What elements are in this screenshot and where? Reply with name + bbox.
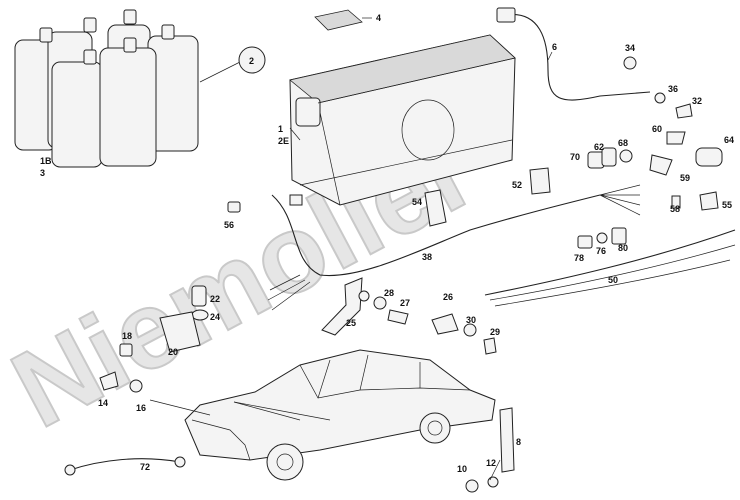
callout-60: 60 — [652, 124, 662, 134]
washer-76 — [596, 232, 608, 244]
bolt-62 — [601, 147, 617, 167]
grommet-24 — [191, 309, 209, 321]
callout-1: 1 — [278, 124, 283, 134]
callout-29: 29 — [490, 327, 500, 337]
bolt-56 — [227, 201, 241, 213]
callout-80: 80 — [618, 243, 628, 253]
callout-6: 6 — [552, 42, 557, 52]
bracket-59 — [649, 154, 673, 176]
callout-12: 12 — [486, 458, 496, 468]
callout-34: 34 — [625, 43, 635, 53]
callout-38: 38 — [422, 252, 432, 262]
ground-strap-8 — [499, 407, 515, 473]
callout-50: 50 — [608, 275, 618, 285]
bracket-26 — [431, 313, 459, 335]
callout-26: 26 — [443, 292, 453, 302]
callout-78: 78 — [574, 253, 584, 263]
bracket-25 — [321, 277, 363, 336]
bolt-10 — [465, 479, 479, 493]
callout-25: 25 — [346, 318, 356, 328]
callout-76: 76 — [596, 246, 606, 256]
bolt-22 — [191, 285, 207, 307]
callout-64: 64 — [724, 135, 734, 145]
callout-4: 4 — [376, 13, 381, 23]
callout-24: 24 — [210, 312, 220, 322]
callout-27: 27 — [400, 298, 410, 308]
callout-55: 55 — [722, 200, 732, 210]
callout-68: 68 — [618, 138, 628, 148]
clip-58 — [671, 195, 681, 209]
callout-54: 54 — [412, 197, 422, 207]
spacer-80 — [611, 227, 627, 245]
callout-3: 3 — [40, 168, 45, 178]
clip-18 — [119, 343, 133, 357]
washer-28 — [358, 290, 370, 302]
callout-labels: 1 2E 1B 3 2 4 6 34 36 32 60 64 70 62 68 … — [40, 13, 734, 474]
bracket-20 — [159, 311, 201, 353]
callout-28: 28 — [384, 288, 394, 298]
callout-58: 58 — [670, 204, 680, 214]
bolt-16 — [129, 379, 143, 393]
clip-55 — [699, 191, 719, 211]
washer-30 — [463, 323, 477, 337]
callout-22: 22 — [210, 294, 220, 304]
clip-60 — [666, 131, 686, 145]
callout-20: 20 — [168, 347, 178, 357]
battery — [289, 34, 516, 206]
callout-8: 8 — [516, 437, 521, 447]
callout-2e: 2E — [278, 136, 289, 146]
callout-32: 32 — [692, 96, 702, 106]
clip-52 — [529, 167, 551, 195]
bracket-54 — [424, 189, 447, 227]
bolt-29 — [483, 337, 497, 355]
callout-circle-2 — [238, 46, 266, 74]
callout-18: 18 — [122, 331, 132, 341]
washer-68 — [619, 149, 633, 163]
leader-lines — [149, 17, 553, 481]
bolt-78 — [577, 235, 593, 249]
nut-34 — [623, 56, 637, 70]
callout-1b: 1B — [40, 156, 52, 166]
callout-2: 2 — [249, 56, 254, 66]
callout-52: 52 — [512, 180, 522, 190]
bolt-32 — [675, 103, 693, 119]
ground-cable-72 — [69, 458, 181, 471]
washer-27 — [373, 296, 387, 310]
water-canisters — [14, 9, 199, 168]
callout-10: 10 — [457, 464, 467, 474]
cable-50 — [484, 229, 736, 296]
wiring-harness — [271, 194, 601, 277]
washer-12 — [487, 476, 499, 488]
callout-36: 36 — [668, 84, 678, 94]
callout-59: 59 — [680, 173, 690, 183]
callout-70: 70 — [570, 152, 580, 162]
sleeve-64 — [695, 147, 723, 167]
callout-62: 62 — [594, 142, 604, 152]
callout-30: 30 — [466, 315, 476, 325]
clip-14 — [99, 371, 119, 391]
callout-56: 56 — [224, 220, 234, 230]
washer-36 — [654, 92, 666, 104]
bolt-27 — [387, 309, 409, 325]
callout-16: 16 — [136, 403, 146, 413]
car-outline — [184, 349, 496, 481]
battery-cover — [314, 9, 363, 31]
callout-14: 14 — [98, 398, 108, 408]
callout-72: 72 — [140, 462, 150, 472]
battery-cable — [504, 13, 651, 101]
